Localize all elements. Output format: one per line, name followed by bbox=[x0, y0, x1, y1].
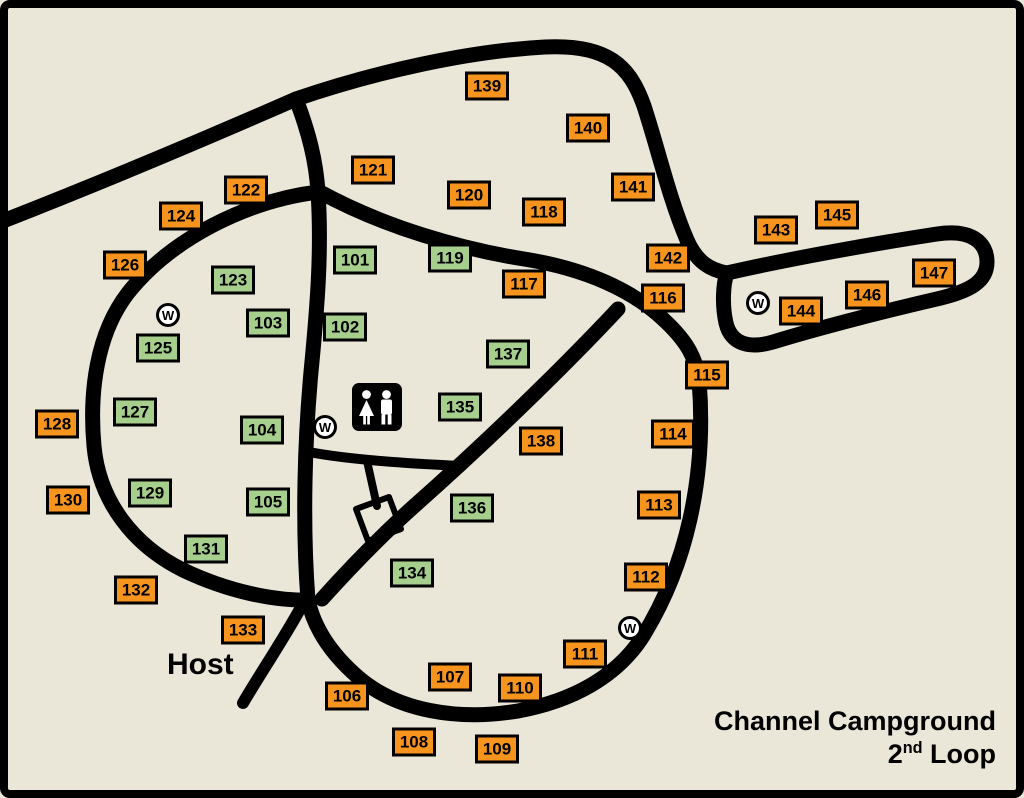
site-marker-118: 118 bbox=[522, 197, 566, 227]
map-title-line2-rest: Loop bbox=[922, 739, 996, 770]
site-marker-103: 103 bbox=[246, 308, 290, 338]
road-parking-connector bbox=[363, 457, 381, 510]
restroom-icon bbox=[352, 383, 402, 431]
site-marker-107: 107 bbox=[428, 662, 472, 692]
site-marker-112: 112 bbox=[624, 562, 668, 592]
site-marker-102: 102 bbox=[323, 312, 367, 342]
parking-area-outline bbox=[353, 494, 404, 544]
site-marker-117: 117 bbox=[502, 269, 546, 299]
site-marker-108: 108 bbox=[392, 727, 436, 757]
site-marker-145: 145 bbox=[815, 200, 859, 230]
site-marker-121: 121 bbox=[351, 155, 395, 185]
map-title-line2-sup: nd bbox=[902, 739, 923, 758]
water-spigot-icon: W bbox=[313, 415, 337, 439]
site-marker-113: 113 bbox=[637, 490, 681, 520]
road-diagonal bbox=[314, 301, 626, 607]
site-marker-133: 133 bbox=[221, 615, 265, 645]
site-marker-109: 109 bbox=[475, 734, 519, 764]
water-spigot-icon: W bbox=[618, 616, 642, 640]
road-top bbox=[288, 39, 735, 281]
site-marker-104: 104 bbox=[240, 415, 284, 445]
road-northwest-entrance bbox=[0, 91, 304, 229]
site-marker-144: 144 bbox=[779, 296, 823, 326]
water-spigot-icon: W bbox=[156, 303, 180, 327]
site-marker-146: 146 bbox=[845, 280, 889, 310]
site-marker-140: 140 bbox=[566, 113, 610, 143]
site-marker-127: 127 bbox=[113, 397, 157, 427]
road-main-loop bbox=[300, 184, 709, 723]
map-title-line1: Channel Campground bbox=[714, 705, 996, 736]
map-title-line2-base: 2 bbox=[887, 739, 903, 770]
road-central bbox=[288, 91, 327, 608]
site-marker-128: 128 bbox=[35, 409, 79, 439]
site-marker-142: 142 bbox=[646, 243, 690, 273]
site-marker-110: 110 bbox=[498, 673, 542, 703]
road-west-loop bbox=[85, 184, 326, 608]
site-marker-129: 129 bbox=[128, 478, 172, 508]
site-marker-116: 116 bbox=[641, 283, 685, 313]
site-marker-147: 147 bbox=[912, 258, 956, 288]
site-marker-126: 126 bbox=[103, 250, 147, 280]
site-marker-101: 101 bbox=[333, 245, 377, 275]
site-marker-105: 105 bbox=[246, 487, 290, 517]
road-east-spur-loop bbox=[716, 225, 995, 353]
site-marker-136: 136 bbox=[450, 493, 494, 523]
site-marker-120: 120 bbox=[447, 180, 491, 210]
map-title: Channel Campground 2nd Loop bbox=[714, 705, 996, 773]
host-label: Host bbox=[167, 648, 234, 681]
site-marker-131: 131 bbox=[184, 534, 228, 564]
site-marker-135: 135 bbox=[438, 392, 482, 422]
site-marker-130: 130 bbox=[46, 485, 90, 515]
site-marker-119: 119 bbox=[428, 243, 472, 273]
site-marker-115: 115 bbox=[685, 360, 729, 390]
restroom-figures bbox=[359, 390, 392, 425]
site-marker-137: 137 bbox=[486, 339, 530, 369]
site-marker-124: 124 bbox=[159, 201, 203, 231]
site-marker-132: 132 bbox=[114, 575, 158, 605]
site-marker-125: 125 bbox=[136, 333, 180, 363]
site-marker-138: 138 bbox=[519, 426, 563, 456]
site-marker-143: 143 bbox=[754, 215, 798, 245]
map-title-line2: 2nd Loop bbox=[714, 738, 996, 772]
road-restroom-spur bbox=[304, 447, 467, 471]
site-marker-141: 141 bbox=[611, 172, 655, 202]
site-marker-114: 114 bbox=[651, 419, 695, 449]
site-marker-106: 106 bbox=[325, 681, 369, 711]
site-marker-134: 134 bbox=[390, 558, 434, 588]
site-marker-122: 122 bbox=[224, 175, 268, 205]
site-marker-123: 123 bbox=[211, 265, 255, 295]
road-host-spur bbox=[237, 592, 312, 709]
site-marker-139: 139 bbox=[465, 71, 509, 101]
site-marker-111: 111 bbox=[563, 639, 607, 669]
water-spigot-icon: W bbox=[746, 291, 770, 315]
